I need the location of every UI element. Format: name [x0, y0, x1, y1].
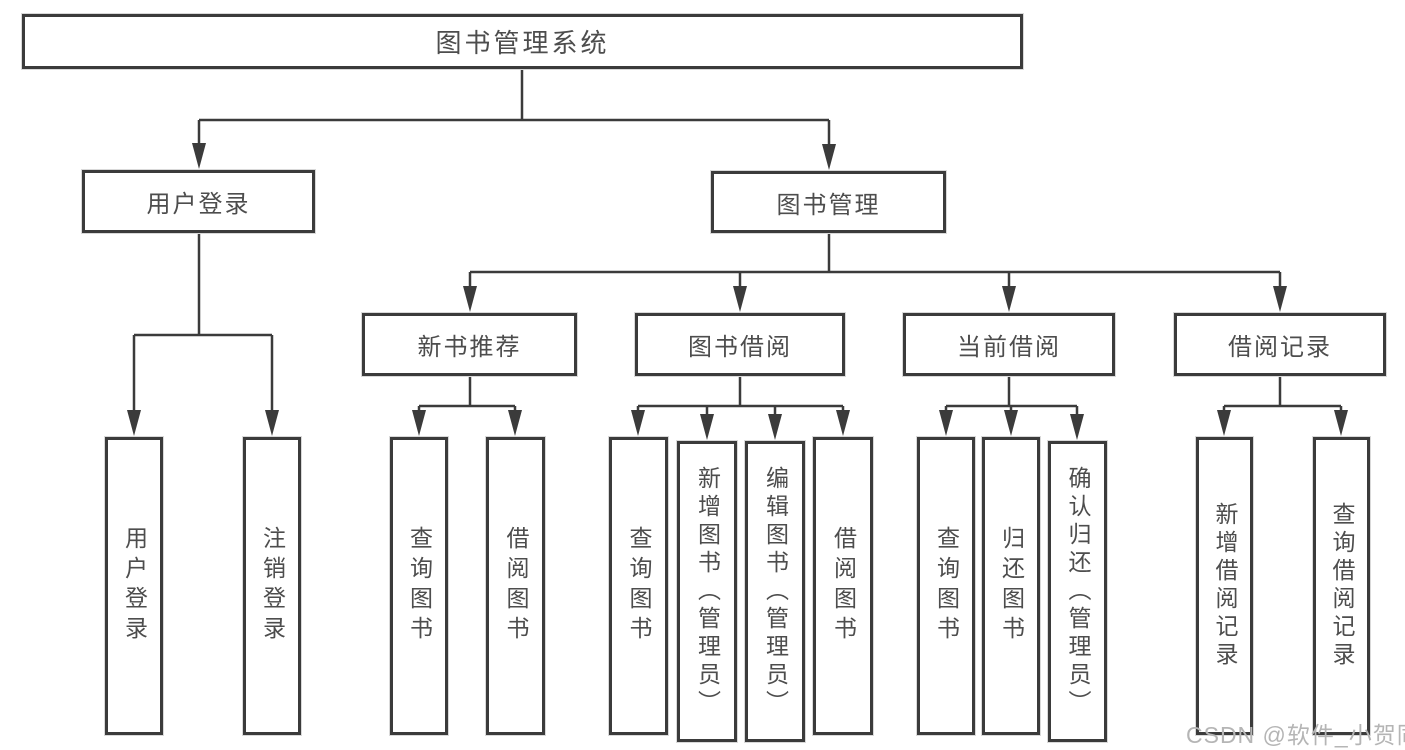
leaf-label: 归还图书 [998, 526, 1025, 646]
leaf-query-books-current: 查询图书 [917, 437, 975, 735]
leaf-query-borrow-record: 查询借阅记录 [1313, 437, 1370, 735]
leaf-add-books-admin: 新增图书（管理员） [677, 441, 737, 742]
node-book-borrowing: 图书借阅 [635, 313, 845, 376]
leaf-label: 编辑图书（管理员） [762, 465, 789, 718]
leaf-query-books-recommend: 查询图书 [390, 437, 448, 735]
leaf-label: 查询借阅记录 [1329, 502, 1355, 670]
leaf-logout: 注销登录 [243, 437, 301, 735]
node-label: 用户登录 [146, 191, 251, 218]
leaf-confirm-return-admin: 确认归还（管理员） [1048, 441, 1107, 742]
node-borrowing-records: 借阅记录 [1174, 313, 1386, 376]
leaf-label: 新增图书（管理员） [694, 465, 721, 718]
leaf-label: 查询图书 [626, 526, 652, 646]
leaf-label: 确认归还（管理员） [1065, 465, 1091, 718]
leaf-label: 注销登录 [259, 526, 286, 646]
leaf-return-books: 归还图书 [982, 437, 1040, 735]
node-label: 图书管理 [776, 191, 881, 219]
node-label: 借阅记录 [1228, 334, 1332, 361]
node-new-book-recommend: 新书推荐 [362, 313, 577, 376]
csdn-watermark: CSDN @软件_小贺同学 [1186, 722, 1405, 748]
leaf-edit-books-admin: 编辑图书（管理员） [745, 441, 805, 742]
node-current-borrowing: 当前借阅 [903, 313, 1115, 376]
node-label: 新书推荐 [417, 334, 522, 361]
node-library-management-system: 图书管理系统 [22, 14, 1023, 69]
node-book-management: 图书管理 [711, 171, 946, 233]
leaf-label: 新增借阅记录 [1212, 502, 1238, 670]
leaf-borrow-books: 借阅图书 [813, 437, 873, 735]
node-label: 图书借阅 [688, 334, 792, 361]
node-user-login: 用户登录 [82, 170, 315, 233]
leaf-label: 借阅图书 [503, 526, 529, 646]
leaf-borrow-books-recommend: 借阅图书 [486, 437, 545, 735]
leaf-label: 查询图书 [406, 526, 433, 646]
leaf-add-borrow-record: 新增借阅记录 [1196, 437, 1253, 735]
leaf-label: 用户登录 [121, 526, 148, 646]
leaf-label: 借阅图书 [830, 526, 857, 646]
leaf-label: 查询图书 [933, 526, 960, 646]
node-label: 图书管理系统 [435, 28, 610, 58]
node-label: 当前借阅 [957, 334, 1061, 361]
leaf-user-login: 用户登录 [105, 437, 163, 735]
leaf-query-books-borrowing: 查询图书 [609, 437, 668, 735]
